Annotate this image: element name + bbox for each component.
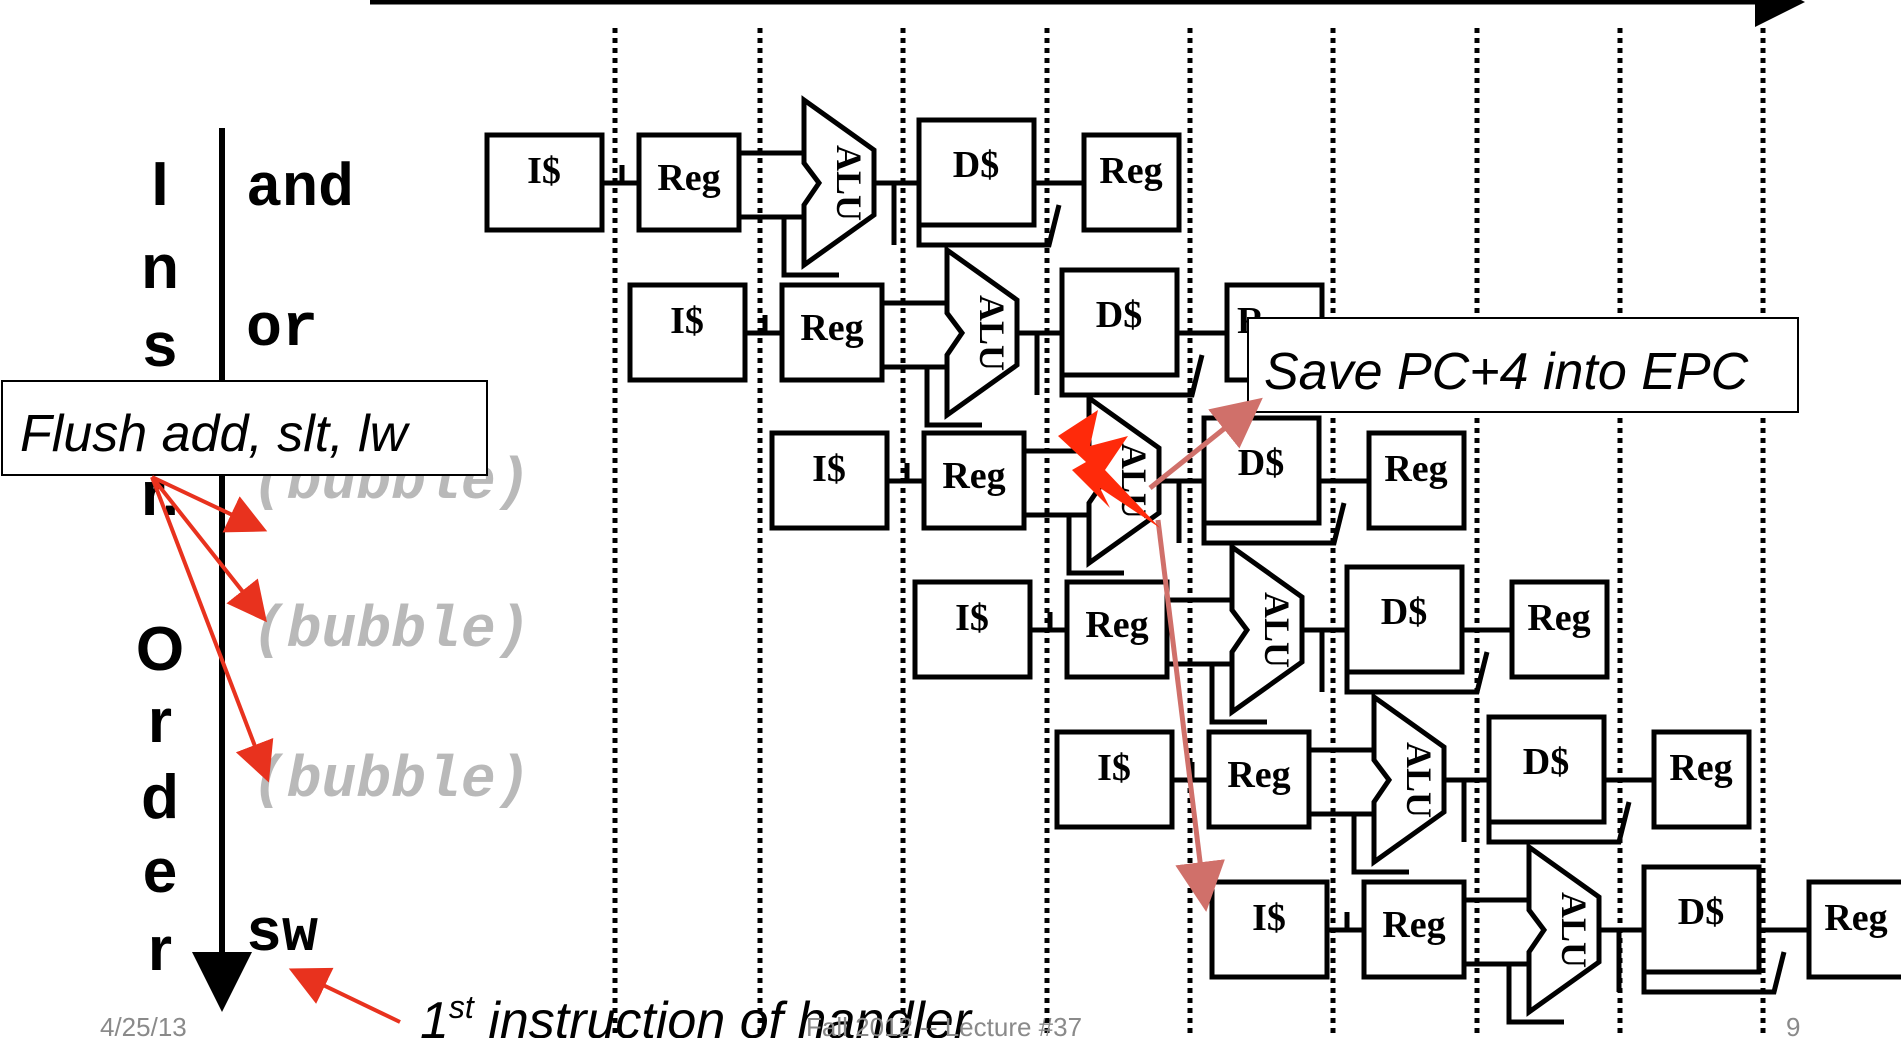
pipeline-row: I$ Reg ALU D$ Reg [912,542,1610,725]
reg-write-label: Reg [1669,747,1732,789]
alu-shape [1229,542,1305,717]
reg-write-box [1806,879,1901,980]
instruction-name: or [246,296,318,364]
alu-shape [1371,692,1447,867]
reg-write-label: Reg [1527,597,1590,639]
exception-lightning-icon [1058,410,1160,528]
alu-label: ALU [1399,742,1439,818]
reg-write-label: Reg [1384,448,1447,490]
clock-cycle-lines [612,28,1766,1038]
dmem-label: D$ [1238,442,1284,484]
dmem-box [1641,864,1762,975]
imem-box [484,132,605,233]
footer-page: 9 [1786,1012,1800,1038]
reg-read-box [1361,879,1467,980]
reg-read-box [1206,729,1312,830]
flush-callout: Flush add, slt, lw [1,380,488,476]
dmem-box [1344,564,1465,675]
axis-letter: O [136,615,184,684]
axis-letter: s [143,311,177,380]
reg-read-label: Reg [800,307,863,349]
handler-callout-number: 1 [420,992,449,1038]
dmem-label: D$ [1523,741,1569,783]
alu-label: ALU [972,295,1012,371]
footer-course: Fall 2012 -- Lecture #37 [806,1012,1082,1038]
axis-letter: r [148,687,172,756]
instruction-name: and [246,156,354,224]
reg-read-label: Reg [1382,904,1445,946]
axis-letter: I [151,150,168,219]
dmem-label: D$ [1381,591,1427,633]
flush-arrows [150,475,274,783]
reg-read-box [1064,579,1170,680]
imem-label: I$ [670,300,704,342]
bubble-instruction: (bubble) [252,599,530,664]
reg-read-label: Reg [657,157,720,199]
dmem-label: D$ [953,144,999,186]
footer-date: 4/25/13 [100,1012,187,1038]
imem-label: I$ [812,448,846,490]
alu-label: ALU [1257,592,1297,668]
axis-letter: n [141,233,179,302]
reg-write-label: Reg [1824,897,1887,939]
handler-callout-rest: instruction of handler [474,992,974,1038]
imem-label: I$ [1097,747,1131,789]
dmem-box [1059,267,1180,378]
pipeline-rows: I$RegALUD$RegI$RegALUD$RI$RegALUD$RegI$R… [484,95,1901,1025]
pipeline-row: I$ Reg ALU D$ Reg [1209,842,1901,1025]
alu-label: ALU [829,145,869,221]
reg-write-label: Reg [1099,150,1162,192]
save-pc-callout-text: Save PC+4 into EPC [1264,343,1749,401]
imem-label: I$ [955,597,989,639]
flush-callout-text: Flush add, slt, lw [20,405,411,463]
alu-shape [1526,842,1602,1017]
reg-read-box [779,282,885,383]
imem-box [769,430,890,531]
imem-label: I$ [1252,897,1286,939]
dmem-box [916,117,1037,228]
axis-letter: r [148,915,172,984]
reg-read-label: Reg [942,455,1005,497]
reg-write-box [1366,430,1467,531]
alu-label: ALU [1554,892,1594,968]
reg-read-label: Reg [1227,754,1290,796]
instruction-name: sw [246,901,318,969]
dmem-label: D$ [1678,891,1724,933]
alu-shape [801,95,877,270]
dmem-box [1486,714,1607,825]
dmem-label: D$ [1096,294,1142,336]
reg-read-box [636,132,742,233]
imem-box [912,579,1033,680]
reg-read-box [921,430,1027,531]
axis-letter: d [141,763,179,832]
axis-letter: e [143,837,177,906]
pipeline-row: I$ Reg ALU D$ Reg [484,95,1182,278]
save-pc-callout: Save PC+4 into EPC [1247,317,1799,413]
bubble-instruction: (bubble) [252,749,530,814]
handler-callout-sup: st [449,989,475,1025]
handler-callout: 1st instruction of handler [288,967,974,1038]
epc-arrows [1148,397,1263,912]
imem-label: I$ [527,150,561,192]
reg-write-box [1651,729,1752,830]
pipeline-row: I$ Reg ALU D$ Reg [1054,692,1752,875]
reg-write-box [1081,132,1182,233]
alu-shape [944,245,1020,420]
reg-read-label: Reg [1085,604,1148,646]
reg-write-box [1509,579,1610,680]
handler-callout-text: 1st instruction of handler [420,989,974,1038]
